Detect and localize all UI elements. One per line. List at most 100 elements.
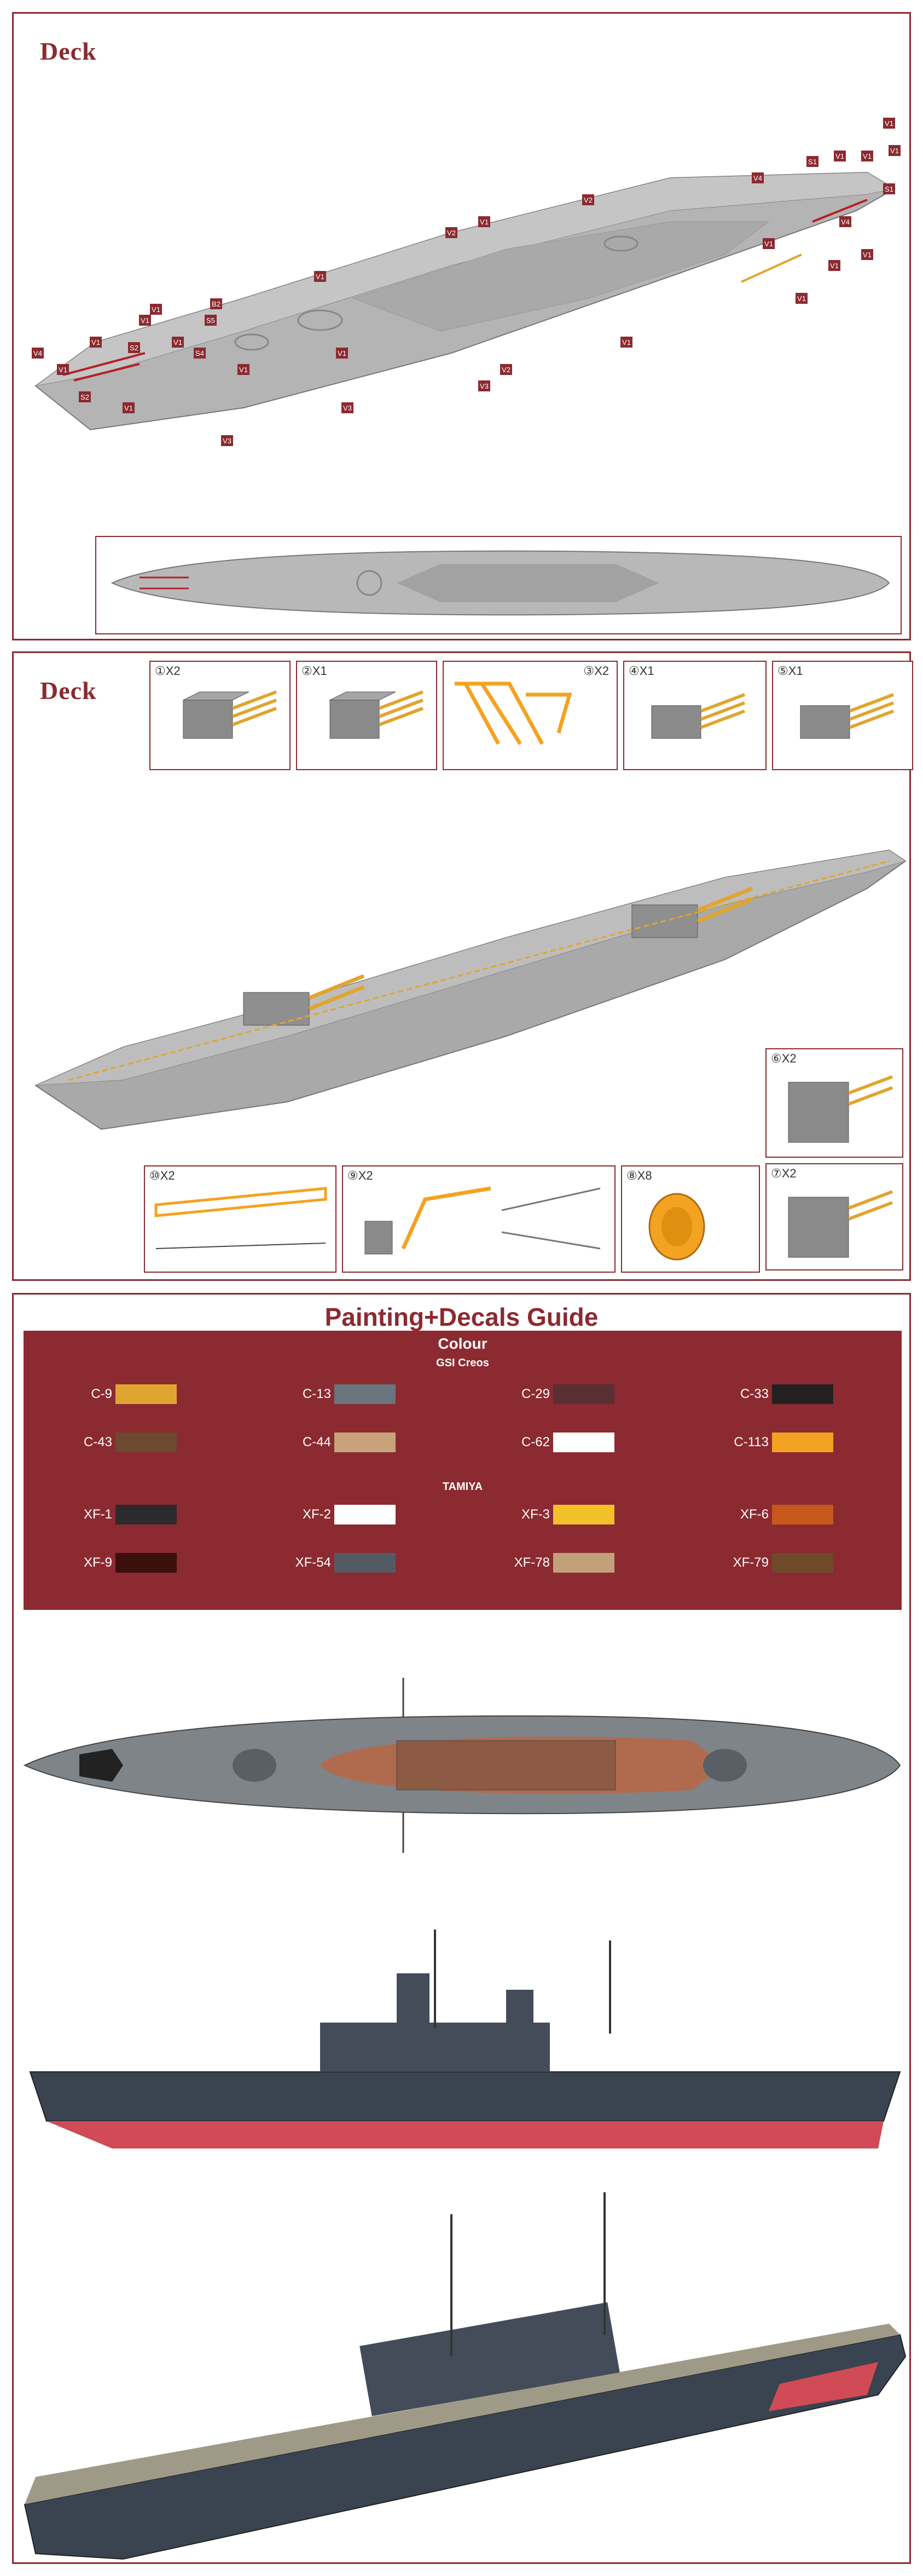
step-1-box: ①X2 xyxy=(149,661,291,770)
part-callout-box xyxy=(828,260,840,271)
step-6-box: ⑥X2 xyxy=(765,1048,903,1158)
colour-chip xyxy=(334,1553,396,1573)
part-callout-label: V4 xyxy=(33,349,42,357)
part-callout-box xyxy=(194,348,206,359)
step-label: ⑥X2 xyxy=(771,1052,797,1065)
part-callout-box xyxy=(221,435,233,446)
colour-code: XF-1 xyxy=(83,1507,112,1522)
part-callout-box xyxy=(752,172,764,183)
part-callout-box xyxy=(861,151,873,161)
part-callout-box xyxy=(336,348,348,359)
turret-drawing xyxy=(329,690,424,739)
step-label: ①X2 xyxy=(155,664,181,678)
part-callout-box xyxy=(314,271,326,282)
part-callout-label: V1 xyxy=(764,240,773,248)
part-callout-label: V1 xyxy=(338,349,346,357)
part-callout-label: V1 xyxy=(622,338,631,346)
colour-swatch: C-29 xyxy=(477,1383,614,1405)
part-callout-box xyxy=(139,315,151,326)
step-7-box: ⑦X2 xyxy=(765,1163,903,1270)
part-callout-box xyxy=(883,183,895,194)
part-callout-label: V1 xyxy=(885,119,893,128)
part-callout-box xyxy=(839,216,851,227)
part-callout-box xyxy=(79,391,91,402)
colour-swatch: XF-1 xyxy=(39,1504,177,1526)
swatch-row: C-43 C-44 C-62 C-113 xyxy=(24,1431,902,1453)
part-callout-box xyxy=(500,364,512,375)
part-callout-label: V2 xyxy=(447,229,456,237)
step-label: ⑨X2 xyxy=(347,1169,373,1182)
part-callout-label: V1 xyxy=(239,366,248,374)
colour-code: C-33 xyxy=(740,1387,769,1401)
part-callout-label: B2 xyxy=(212,300,220,308)
crane-drawing xyxy=(154,1187,327,1249)
colour-code: C-113 xyxy=(734,1435,769,1449)
ship-side-view xyxy=(29,1930,901,2148)
step-8-box: ⑧X8 xyxy=(621,1165,760,1273)
colour-swatch: C-13 xyxy=(258,1383,396,1405)
colour-chip xyxy=(772,1553,833,1573)
turret-drawing xyxy=(800,693,895,739)
part-callout-box xyxy=(582,194,594,205)
part-callout-label: V1 xyxy=(863,152,872,160)
colour-chip xyxy=(553,1553,614,1573)
colour-swatch: C-33 xyxy=(695,1383,833,1405)
colour-code: XF-78 xyxy=(514,1555,550,1570)
part-callout-box xyxy=(478,380,490,391)
part-callout-box xyxy=(763,238,775,249)
colour-swatch: C-113 xyxy=(695,1431,833,1453)
part-callout-label: S2 xyxy=(80,393,89,401)
part-callout-box xyxy=(205,315,217,326)
step-9-box: ⑨X2 xyxy=(342,1165,616,1273)
part-callout-box xyxy=(883,118,895,129)
part-callout-label: V1 xyxy=(830,262,839,270)
part-callout-box xyxy=(90,337,102,348)
step-label: ⑧X8 xyxy=(626,1169,652,1182)
colour-chip xyxy=(553,1433,614,1452)
colour-code: XF-54 xyxy=(295,1555,331,1570)
colour-swatch: C-43 xyxy=(39,1431,177,1453)
step-label: ④X1 xyxy=(629,664,654,678)
colour-code: C-9 xyxy=(91,1387,112,1401)
colour-code: XF-3 xyxy=(521,1507,550,1522)
colour-swatch: C-44 xyxy=(258,1431,396,1453)
colour-swatch: XF-2 xyxy=(258,1504,396,1526)
colour-swatch: XF-9 xyxy=(39,1552,177,1574)
crane-drawing xyxy=(364,1186,601,1255)
step-5-box: ⑤X1 xyxy=(772,661,913,770)
colour-chip xyxy=(115,1384,177,1404)
step-3-box: ③X2 xyxy=(443,661,618,770)
colour-chip xyxy=(115,1553,177,1573)
davit-drawing xyxy=(455,681,572,745)
part-callout-box xyxy=(861,249,873,260)
colour-code: C-29 xyxy=(521,1387,550,1401)
part-callout-box xyxy=(445,227,457,238)
colour-swatch: C-9 xyxy=(39,1383,177,1405)
colour-chip xyxy=(553,1384,614,1404)
part-callout-label: V1 xyxy=(141,316,149,325)
step-label: ⑤X1 xyxy=(777,664,803,678)
part-callout-label: V2 xyxy=(502,366,510,374)
gsi-heading: GSI Creos xyxy=(436,1357,489,1369)
part-callout-label: V3 xyxy=(343,404,352,412)
part-callout-label: V2 xyxy=(584,196,593,204)
guide-title: Painting+Decals Guide xyxy=(324,1303,599,1331)
part-callout-label: S2 xyxy=(130,344,138,352)
part-callout-label: V1 xyxy=(59,366,67,374)
colour-chip xyxy=(115,1505,177,1524)
deck-section-2: Deck ①X2 ②X1 ③X2 ④X1 xyxy=(12,651,913,1281)
part-callout-box xyxy=(172,337,184,348)
reel-drawing xyxy=(648,1193,705,1261)
colour-chip xyxy=(553,1505,614,1524)
part-callout-box xyxy=(57,364,69,375)
colour-swatch: XF-3 xyxy=(477,1504,614,1526)
part-callout-box xyxy=(478,216,490,227)
colour-swatch: C-62 xyxy=(477,1431,614,1453)
colour-code: C-13 xyxy=(302,1387,331,1401)
colour-chip xyxy=(772,1505,833,1524)
turret-drawing xyxy=(183,690,277,739)
step-label: ⑩X2 xyxy=(149,1169,175,1182)
part-callout-label: V1 xyxy=(124,404,133,412)
